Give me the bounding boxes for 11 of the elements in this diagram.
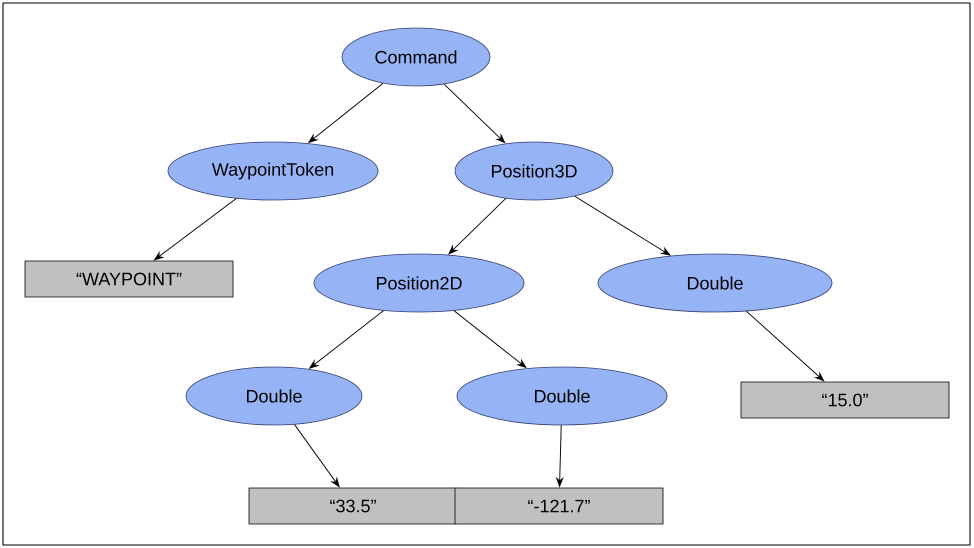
ellipse-node: Double: [186, 366, 362, 426]
ellipse-node: Command: [342, 28, 490, 86]
ellipse-node: Double: [456, 366, 668, 426]
value-box: “33.5”: [248, 488, 458, 524]
value-box: “15.0”: [740, 382, 950, 418]
ellipse-node: Double: [598, 254, 832, 312]
ellipse-node: Position3D: [454, 142, 614, 200]
ellipse-node: Position2D: [314, 254, 524, 312]
ellipse-node: WaypointToken: [168, 142, 378, 200]
value-box: “-121.7”: [454, 488, 664, 524]
value-box: “WAYPOINT”: [24, 260, 234, 298]
